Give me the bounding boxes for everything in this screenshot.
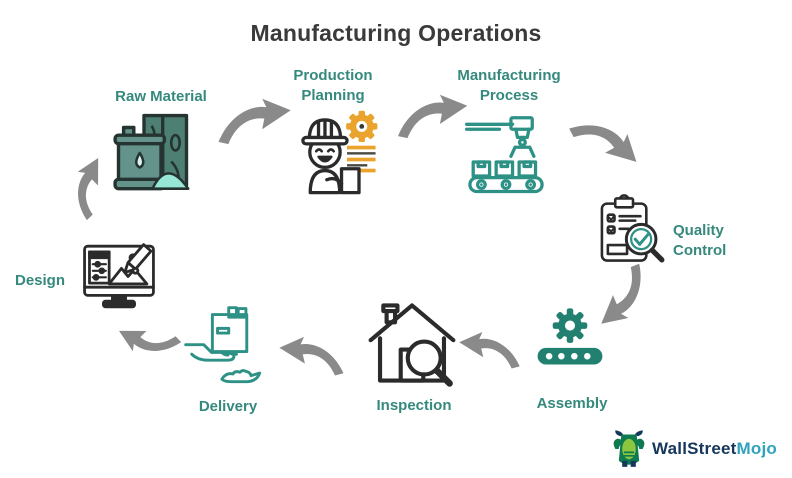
page-title: Manufacturing Operations	[250, 20, 542, 46]
arrow-design-to-raw-material	[53, 147, 127, 227]
arrow-production-planning-to-manufacturing-process	[388, 90, 478, 145]
arrow-quality-control-to-assembly	[580, 256, 665, 338]
arrow-inspection-to-delivery	[275, 334, 348, 381]
bull-mascot-icon	[613, 430, 645, 467]
logo-text-wallstreet: WallStreet	[652, 439, 737, 458]
quality-control-label: Quality Control	[673, 222, 727, 259]
delivery-label: Delivery	[198, 398, 258, 415]
monitor-design-icon	[76, 238, 162, 320]
arrow-manufacturing-process-to-quality-control	[563, 100, 650, 186]
worker-planning-icon	[290, 106, 382, 202]
inspection-label: Inspection	[376, 397, 452, 414]
hands-box-icon	[184, 306, 270, 392]
clipboard-magnifier-icon	[596, 190, 670, 272]
arrow-delivery-to-design	[109, 304, 187, 375]
wallstreetmojo-logo: WallStreetMojo	[612, 430, 777, 468]
assembly-label: Assembly	[536, 395, 608, 412]
production-planning-label: Production Planning	[293, 67, 373, 104]
manufacturing-process-label: Manufacturing Process	[457, 67, 561, 104]
arrow-raw-material-to-production-planning	[208, 93, 303, 150]
house-magnifier-icon	[364, 296, 460, 390]
barrel-wood-pile-icon	[110, 108, 195, 198]
gear-conveyor-icon	[534, 300, 606, 380]
arrow-assembly-to-inspection	[455, 328, 524, 375]
raw-material-label: Raw Material	[115, 88, 207, 105]
logo-wordmark: WallStreetMojo	[652, 439, 777, 459]
robotic-arm-conveyor-icon	[464, 112, 548, 194]
logo-text-mojo: Mojo	[736, 439, 777, 458]
design-label: Design	[14, 272, 65, 289]
